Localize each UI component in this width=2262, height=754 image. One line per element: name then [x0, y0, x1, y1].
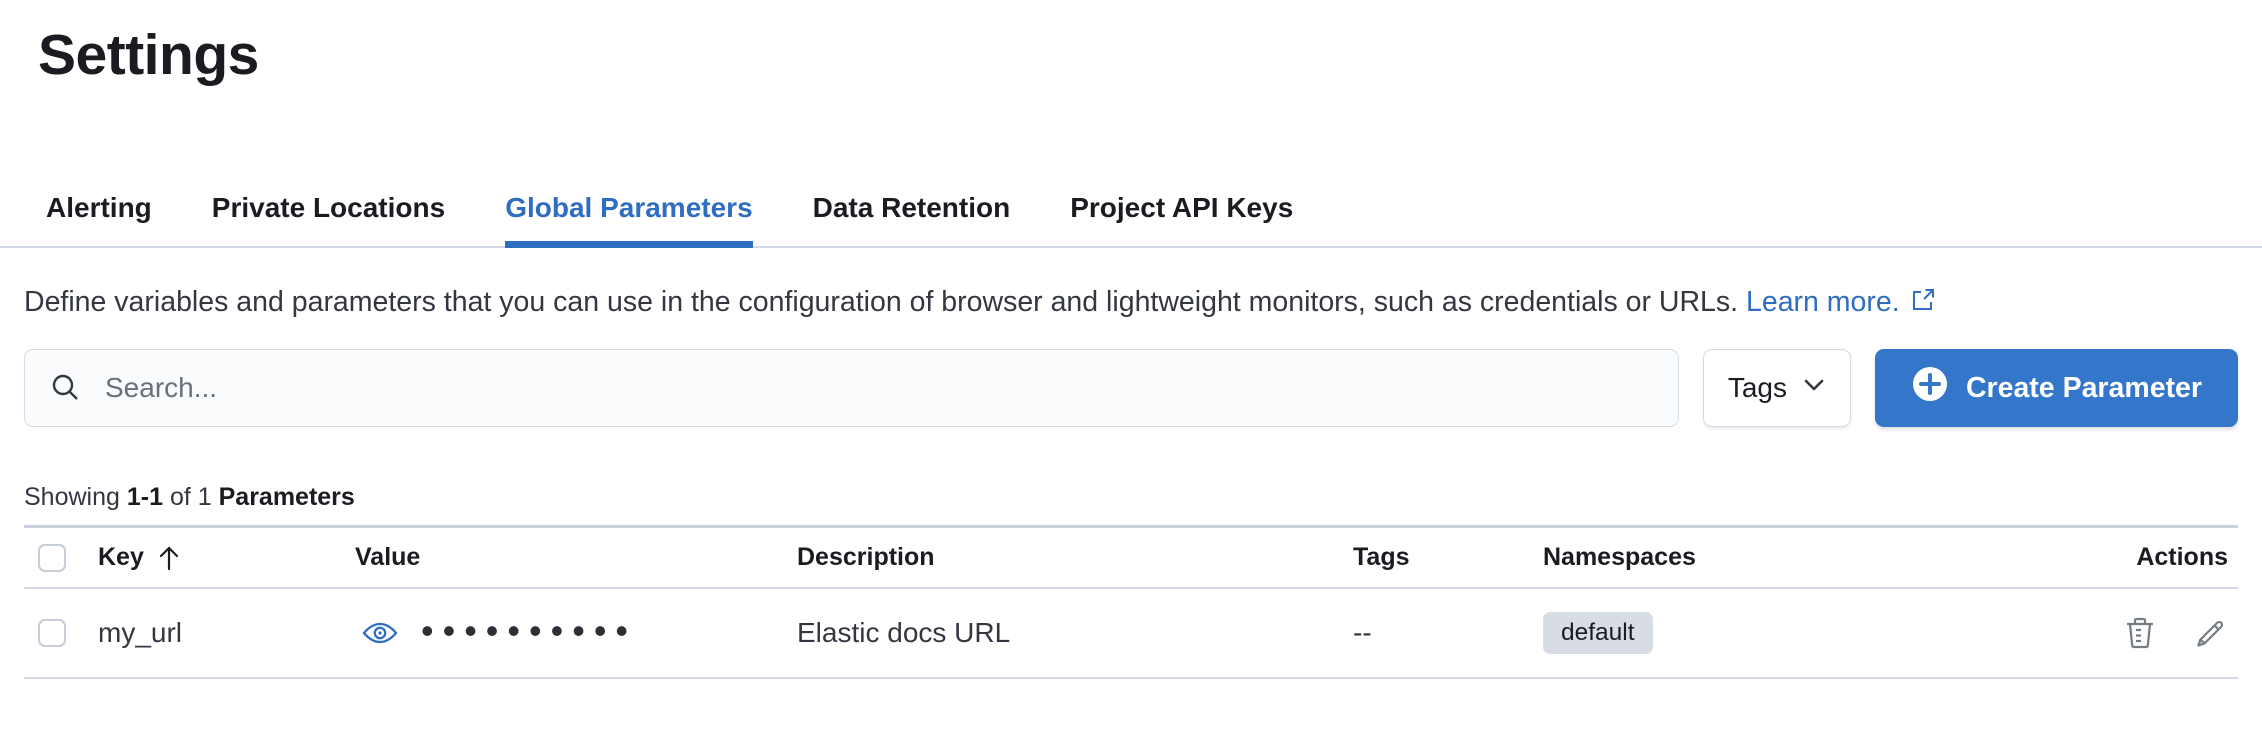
row-select-cell: [24, 619, 98, 647]
column-header-description: Description: [797, 543, 935, 571]
sort-ascending-icon: [156, 544, 182, 572]
column-header-key[interactable]: Key: [98, 543, 355, 572]
search-icon: [50, 372, 82, 409]
search-box: [24, 349, 1679, 427]
column-header-value: Value: [355, 543, 421, 571]
column-header-namespaces: Namespaces: [1543, 543, 1696, 571]
row-value-cell: ••••••••••: [355, 610, 797, 651]
column-header-actions: Actions: [2136, 543, 2228, 571]
chevron-down-icon: [1802, 372, 1826, 404]
create-parameter-label: Create Parameter: [1965, 371, 2202, 404]
parameter-description: Elastic docs URL: [797, 617, 1011, 648]
row-key-cell: my_url: [98, 617, 355, 649]
row-checkbox[interactable]: [38, 619, 66, 647]
tab-global-parameters[interactable]: Global Parameters: [505, 192, 754, 248]
search-input[interactable]: [24, 349, 1679, 427]
learn-more-link[interactable]: Learn more.: [1746, 286, 1936, 318]
namespace-badge: default: [1543, 612, 1653, 654]
summary-entity: Parameters: [218, 483, 355, 511]
table-header-row: Key Value Description Tags Namespaces Ac…: [24, 525, 2238, 589]
masked-value: ••••••••••: [421, 610, 638, 651]
external-link-icon: [1910, 280, 1936, 329]
description-text: Define variables and parameters that you…: [24, 286, 1739, 318]
tab-project-api-keys[interactable]: Project API Keys: [1070, 192, 1294, 223]
reveal-value-eye-icon[interactable]: [361, 616, 399, 650]
parameters-table: Key Value Description Tags Namespaces Ac…: [24, 525, 2238, 679]
page-title: Settings: [38, 23, 259, 87]
edit-parameter-pencil-icon[interactable]: [2194, 616, 2228, 650]
results-summary: Showing 1-1 of 1 Parameters: [24, 483, 355, 511]
settings-tabs: Alerting Private Locations Global Parame…: [0, 192, 2262, 248]
plus-in-circle-icon: [1911, 365, 1949, 411]
parameter-tags: --: [1353, 617, 1372, 648]
row-actions-cell: [2100, 616, 2238, 650]
tags-filter-label: Tags: [1727, 372, 1788, 403]
row-tags-cell: --: [1353, 617, 1543, 649]
select-all-cell: [24, 543, 98, 572]
tags-filter-button[interactable]: Tags: [1702, 349, 1851, 427]
summary-range: 1-1: [126, 483, 163, 511]
create-parameter-button[interactable]: Create Parameter: [1874, 349, 2238, 427]
tab-alerting[interactable]: Alerting: [46, 192, 152, 223]
column-header-tags: Tags: [1353, 543, 1410, 571]
parameter-key: my_url: [98, 617, 183, 648]
select-all-checkbox[interactable]: [38, 543, 66, 572]
tab-private-locations[interactable]: Private Locations: [211, 192, 446, 223]
delete-parameter-trash-icon[interactable]: [2124, 616, 2156, 650]
row-description-cell: Elastic docs URL: [797, 617, 1353, 649]
toolbar: Tags Create Parameter: [24, 349, 2238, 427]
tab-data-retention[interactable]: Data Retention: [812, 192, 1011, 223]
page-description: Define variables and parameters that you…: [24, 278, 2238, 329]
table-row: my_url •••••••••• Elastic docs URL -- de…: [24, 589, 2238, 679]
row-namespaces-cell: default: [1543, 612, 2100, 654]
